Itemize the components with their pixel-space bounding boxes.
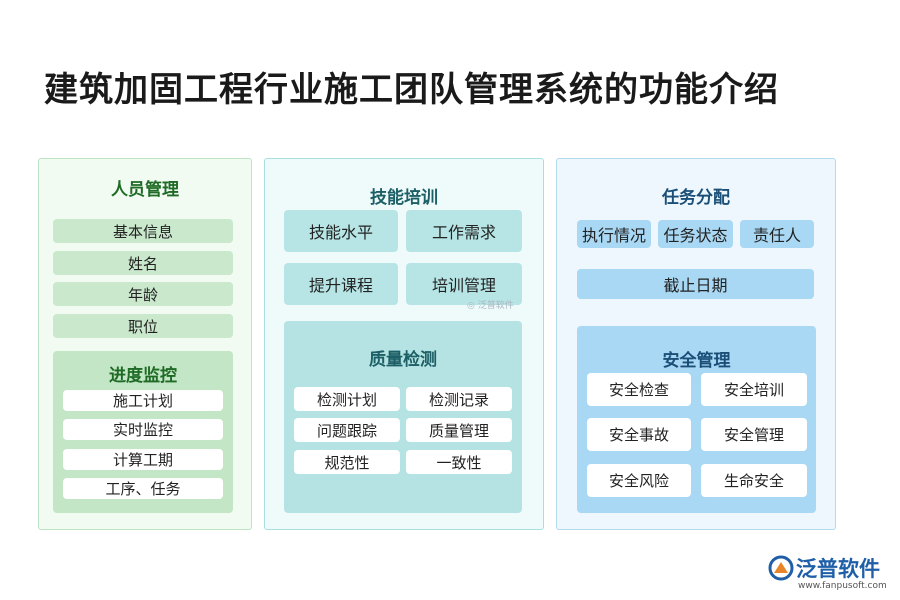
- quality-item: 质量管理: [406, 418, 512, 442]
- watermark-logo: ◎ 泛普软件: [467, 301, 514, 311]
- logo-url: www.fanpusoft.com: [798, 581, 887, 591]
- safety-item: 安全检查: [587, 373, 691, 406]
- tasks-item: 任务状态: [658, 220, 733, 248]
- quality-item: 检测计划: [294, 387, 400, 411]
- quality-item: 检测记录: [406, 387, 512, 411]
- progress-item: 施工计划: [63, 390, 223, 411]
- tasks-heading: 任务分配: [662, 188, 730, 208]
- deadline-item: 截止日期: [577, 269, 814, 299]
- safety-item: 安全管理: [701, 418, 807, 451]
- quality-group: 质量检测 检测计划 检测记录 问题跟踪 质量管理 规范性 一致性: [284, 321, 522, 513]
- safety-heading: 安全管理: [662, 351, 731, 371]
- personnel-item: 职位: [53, 314, 233, 338]
- logo-name: 泛普软件: [796, 557, 880, 581]
- personnel-panel: 人员管理 基本信息 姓名 年龄 职位 进度监控 施工计划 实时监控 计算工期 工…: [38, 158, 252, 530]
- training-panel: 技能培训 技能水平 工作需求 提升课程 培训管理 质量检测 检测计划 检测记录 …: [264, 158, 544, 530]
- personnel-heading: 人员管理: [111, 180, 179, 200]
- progress-item: 实时监控: [63, 419, 223, 440]
- progress-item: 计算工期: [63, 449, 223, 470]
- progress-heading: 进度监控: [109, 366, 177, 386]
- quality-item: 问题跟踪: [294, 418, 400, 442]
- training-item: 技能水平: [284, 210, 398, 252]
- quality-item: 一致性: [406, 450, 512, 474]
- safety-item: 安全培训: [701, 373, 807, 406]
- training-item: 工作需求: [406, 210, 522, 252]
- tasks-item: 执行情况: [577, 220, 651, 248]
- safety-item: 生命安全: [701, 464, 807, 497]
- safety-group: 安全管理 安全检查 安全培训 安全事故 安全管理 安全风险 生命安全: [577, 326, 816, 513]
- training-item: 培训管理: [406, 263, 522, 305]
- training-item: 提升课程: [284, 263, 398, 305]
- personnel-item: 基本信息: [53, 219, 233, 243]
- fanpu-logo-icon: [768, 555, 794, 581]
- training-heading: 技能培训: [370, 188, 438, 208]
- page-title: 建筑加固工程行业施工团队管理系统的功能介绍: [44, 70, 779, 110]
- safety-item: 安全事故: [587, 418, 691, 451]
- tasks-item: 责任人: [740, 220, 814, 248]
- tasks-panel: 任务分配 执行情况 任务状态 责任人 截止日期 安全管理 安全检查 安全培训 安…: [556, 158, 836, 530]
- brand-logo: 泛普软件 www.fanpusoft.com: [768, 553, 894, 595]
- progress-item: 工序、任务: [63, 478, 223, 499]
- personnel-item: 年龄: [53, 282, 233, 306]
- quality-heading: 质量检测: [369, 350, 437, 370]
- personnel-item: 姓名: [53, 251, 233, 275]
- quality-item: 规范性: [294, 450, 400, 474]
- safety-item: 安全风险: [587, 464, 691, 497]
- progress-group: 进度监控 施工计划 实时监控 计算工期 工序、任务: [53, 351, 233, 513]
